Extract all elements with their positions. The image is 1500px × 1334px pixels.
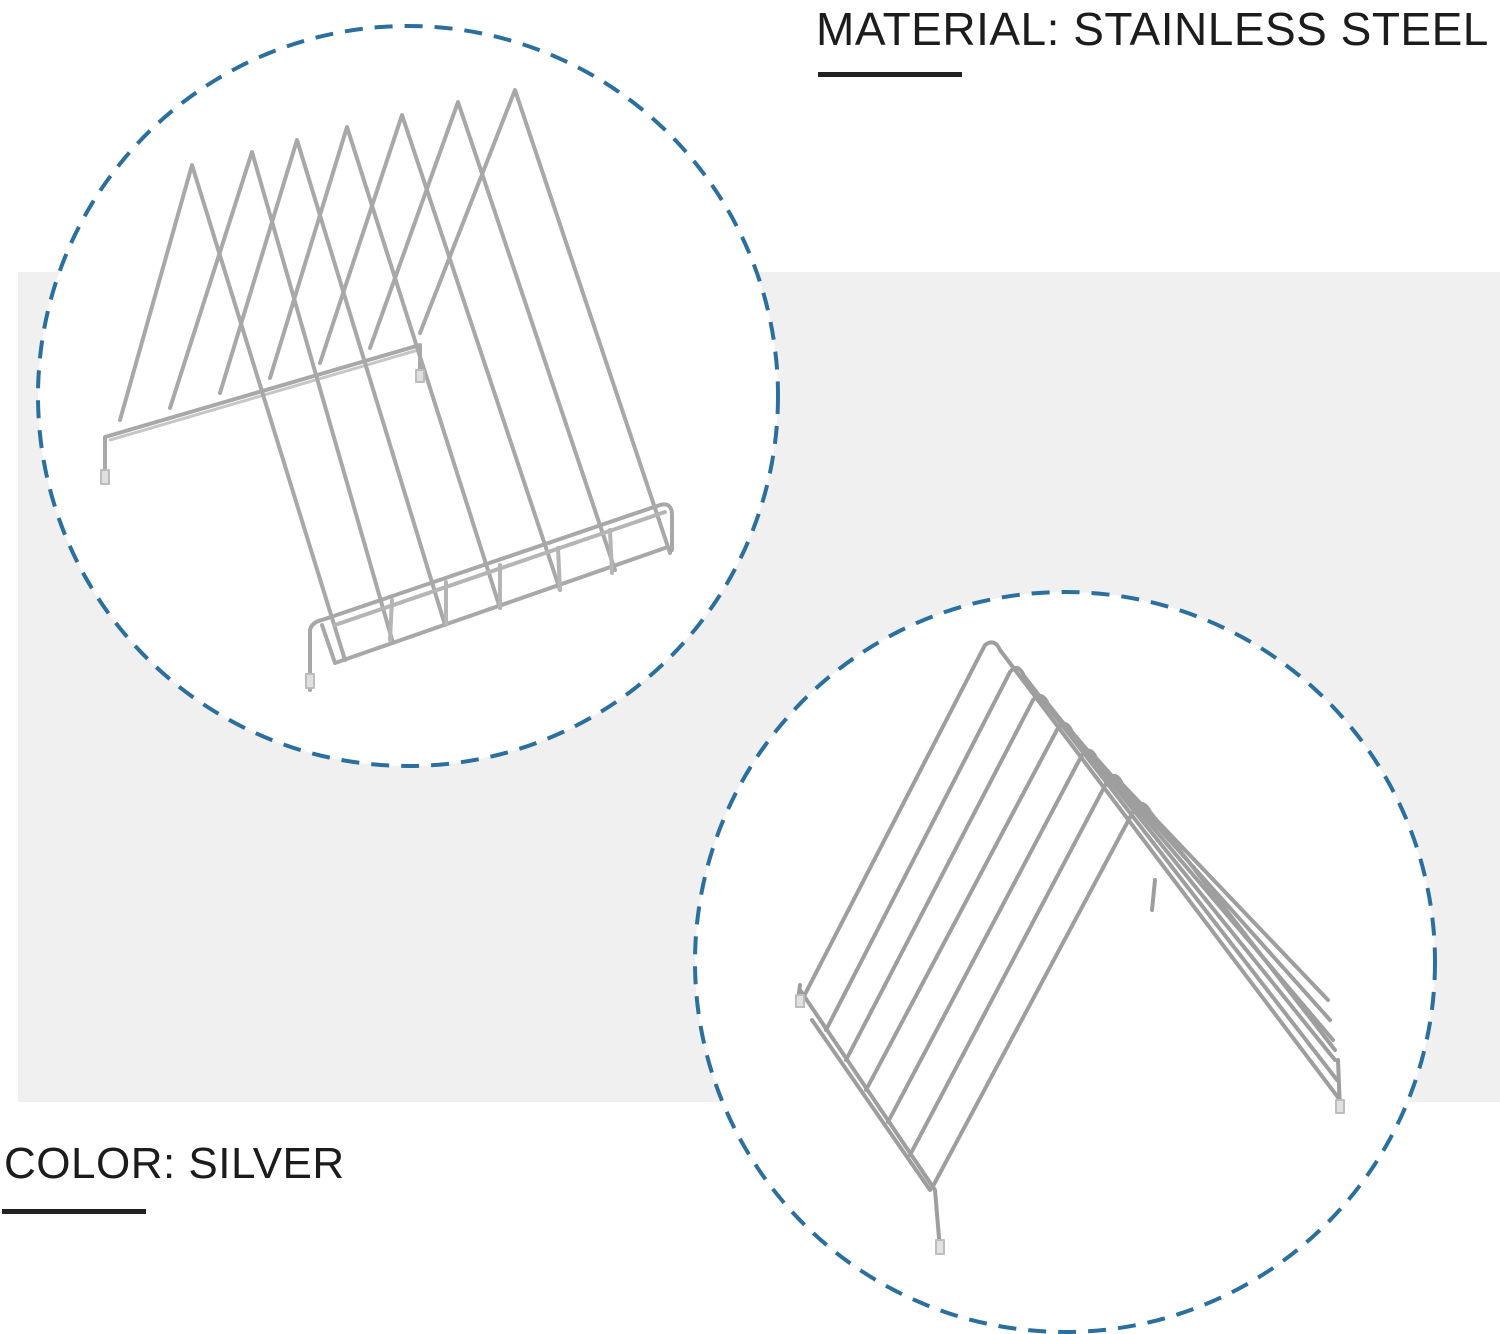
side-slot-3 (844, 693, 1337, 1062)
side-view-rack (795, 640, 1345, 1255)
material-underline (818, 72, 962, 77)
side-view-circle (693, 590, 1437, 1334)
color-underline (2, 1209, 146, 1214)
slot-4 (268, 125, 502, 610)
grey-backdrop-strip (760, 288, 1500, 308)
material-label: MATERIAL: STAINLESS STEEL (816, 3, 1489, 55)
side-slot-4 (864, 721, 1335, 1092)
side-slot-5 (886, 748, 1332, 1124)
front-view-circle (36, 24, 780, 768)
side-slot-1 (800, 640, 1342, 1102)
slot-7 (418, 88, 672, 555)
slot-6 (368, 100, 617, 572)
front-view-rack (100, 88, 674, 692)
slot-2 (168, 150, 395, 645)
side-slot-2 (824, 665, 1339, 1082)
slot-5 (318, 113, 562, 592)
color-label: COLOR: SILVER (4, 1139, 345, 1188)
slot-1 (118, 163, 347, 662)
side-slot-7 (930, 801, 1337, 1190)
slot-3 (218, 138, 447, 627)
side-slot-6 (908, 773, 1330, 1157)
